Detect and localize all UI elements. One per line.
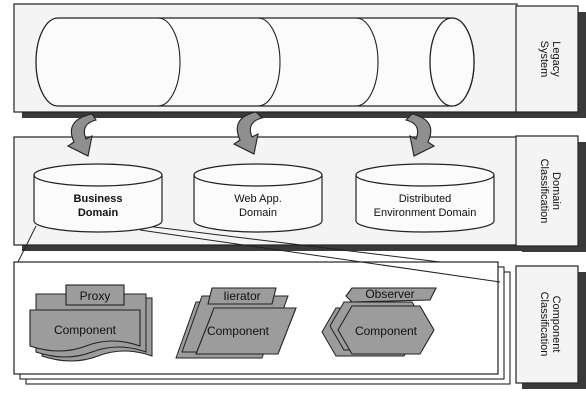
expansion-line-mid — [129, 223, 441, 263]
legacy-label-line-2: System — [538, 41, 550, 78]
proxy-pattern-label: Proxy — [80, 289, 111, 303]
domain-label-line-1: Domain — [550, 172, 562, 210]
proxy-component-shape — [29, 309, 141, 352]
distributed-domain-label-2: Environment Domain — [374, 207, 477, 219]
business-domain-label-1: Business — [74, 193, 123, 205]
legacy-cylinder-body — [35, 17, 475, 107]
domain-cylinder-distributed: Distributed Environment Domain — [355, 163, 495, 233]
component-label-line-2: Classification — [538, 292, 550, 357]
expansion-line-right — [139, 229, 501, 283]
component-label-line-1: Component — [550, 296, 562, 353]
webapp-domain-label-1: Web App. — [234, 193, 282, 205]
legacy-cylinder-seam-2 — [257, 17, 281, 107]
observer-component-shape — [337, 305, 435, 355]
iterator-component-label: Component — [207, 324, 270, 338]
iterator-tag — [207, 287, 277, 305]
distributed-domain-label-1: Distributed — [399, 193, 452, 205]
business-domain-label-2: Domain — [78, 207, 119, 219]
curved-arrow-2 — [232, 111, 264, 155]
layer-label-component: Component Classification — [515, 265, 586, 389]
curved-arrow-3 — [404, 113, 436, 157]
legacy-cylinder-seam-3 — [355, 17, 379, 107]
proxy-tag — [65, 284, 125, 306]
iterator-pattern-label: Iierator — [223, 289, 260, 303]
proxy-component-group: Proxy Component — [29, 284, 153, 362]
iterator-component-group: Iierator Component — [175, 287, 297, 359]
expansion-line-left — [17, 225, 37, 263]
observer-pattern-label: Observer — [365, 287, 414, 301]
layer-label-legacy: Legacy System — [515, 5, 586, 118]
legacy-cylinder-seam-1 — [157, 17, 181, 107]
observer-component-group: Observer Component — [321, 287, 437, 357]
iterator-component-shape — [195, 307, 297, 355]
domain-label-line-2: Classification — [538, 159, 550, 224]
curved-arrow-1 — [66, 113, 97, 157]
webapp-domain-label-2: Domain — [239, 207, 277, 219]
legacy-cylinder-end — [429, 17, 475, 107]
expansion-lines — [17, 223, 501, 283]
observer-component-label: Component — [355, 324, 418, 338]
domain-cylinder-business: Business Domain — [33, 163, 163, 233]
proxy-component-label: Component — [54, 323, 117, 337]
legacy-cylinder — [35, 17, 475, 107]
legacy-label-line-1: Legacy — [550, 41, 562, 77]
layer-label-domain: Domain Classification — [515, 135, 586, 252]
domain-cylinder-webapp: Web App. Domain — [193, 163, 323, 233]
observer-tag — [345, 287, 437, 303]
